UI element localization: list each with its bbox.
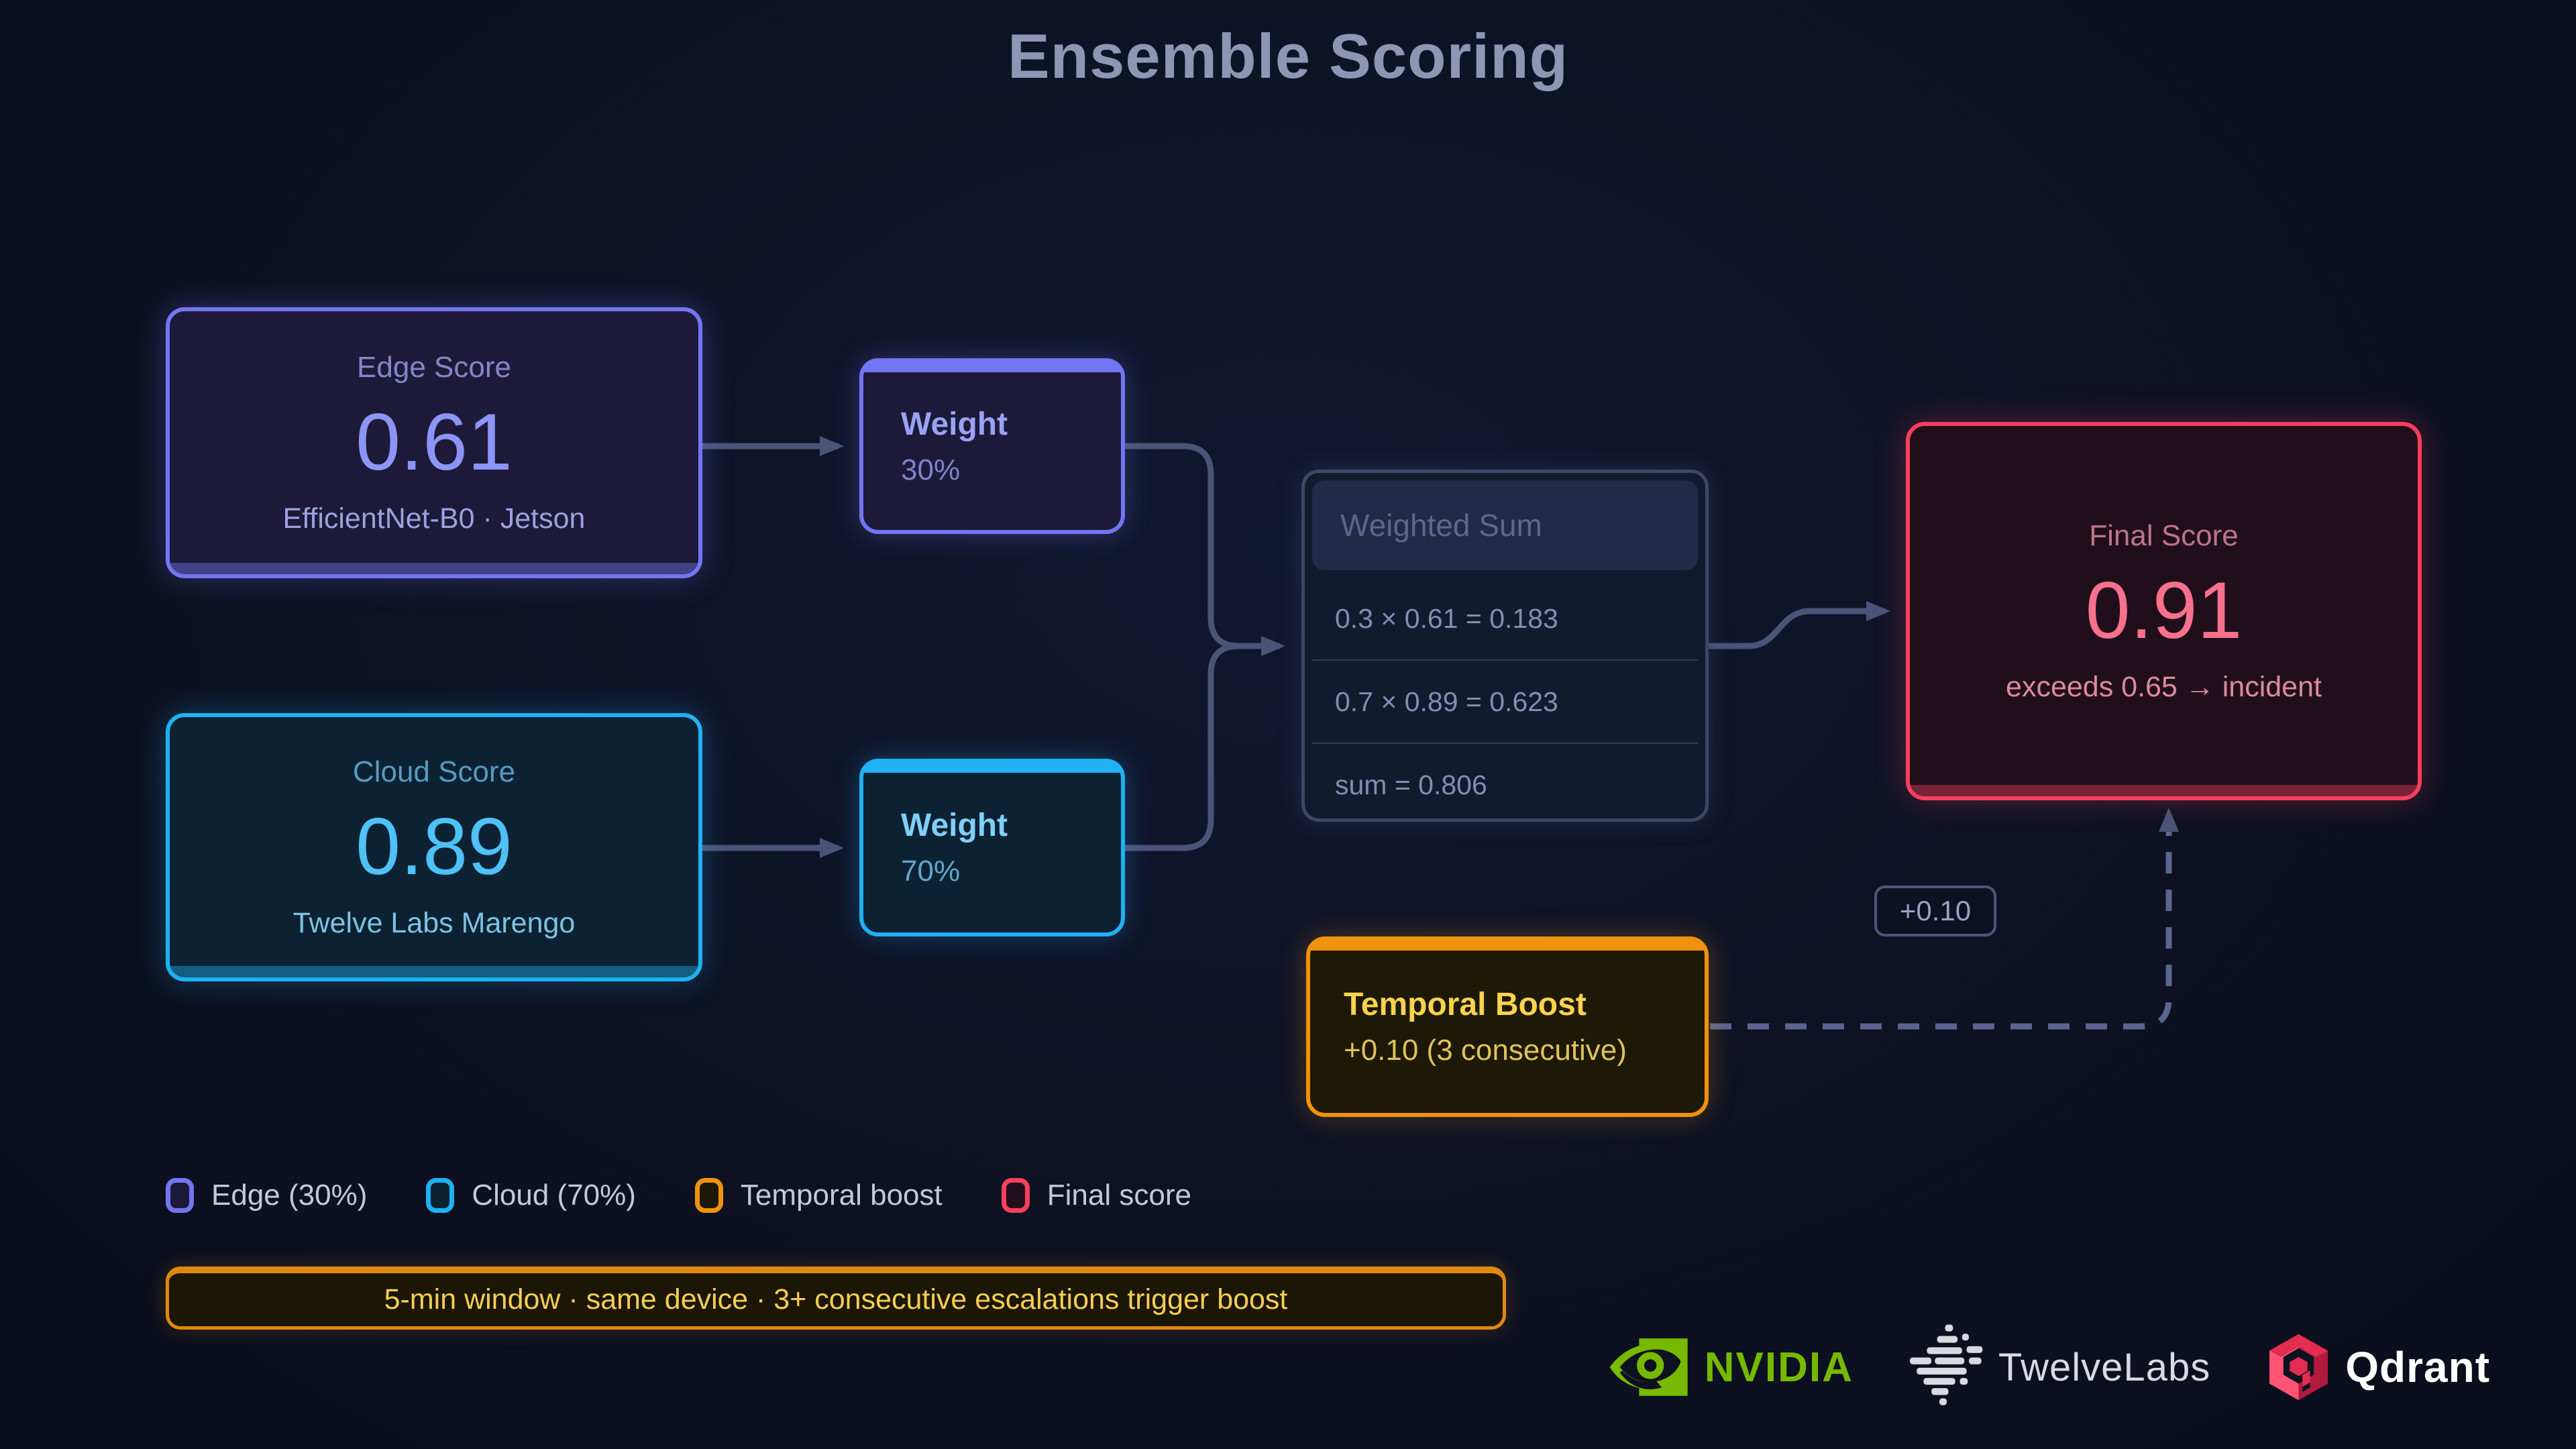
weighted-sum-title: Weighted Sum: [1312, 480, 1698, 570]
legend-swatch-cloud: [426, 1178, 455, 1213]
final-score-label: Final Score: [2089, 519, 2239, 552]
cloud-score-node: Cloud Score 0.89 Twelve Labs Marengo: [166, 713, 702, 981]
legend-label-edge: Edge (30%): [211, 1179, 368, 1212]
cloud-score-subtitle: Twelve Labs Marengo: [292, 906, 576, 939]
temporal-to-final-dashed-arrow: [1710, 808, 2179, 1030]
nvidia-logo-text: NVIDIA: [1704, 1344, 1854, 1391]
nvidia-logo: NVIDIA: [1605, 1334, 1854, 1401]
legend-label-final: Final score: [1046, 1179, 1191, 1212]
weight-edge-node: Weight 30%: [859, 358, 1125, 534]
legend-item-final: Final score: [1001, 1178, 1191, 1213]
weight-edge-value: 30%: [901, 453, 961, 486]
legend-item-cloud: Cloud (70%): [426, 1178, 636, 1213]
weight30-to-sum-arrow: [1125, 443, 1285, 656]
legend-item-temporal: Temporal boost: [694, 1178, 943, 1213]
weighted-sum-row-edge: 0.3 × 0.61 = 0.183: [1335, 602, 1558, 634]
legend-swatch-edge: [166, 1178, 194, 1213]
qdrant-logo-text: Qdrant: [2345, 1343, 2490, 1391]
partner-logos: NVIDIA T: [1605, 1320, 2490, 1414]
edge-score-label: Edge Score: [357, 350, 511, 384]
weight70-merge-line: [1125, 643, 1240, 851]
nvidia-eye-icon: [1609, 1338, 1688, 1396]
edge-score-node: Edge Score 0.61 EfficientNet-B0 · Jetson: [166, 307, 702, 578]
weighted-sum-rows: 0.3 × 0.61 = 0.183 0.7 × 0.89 = 0.623 su…: [1312, 578, 1698, 826]
final-score-node: Final Score 0.91 exceeds 0.65 → incident: [1906, 422, 2422, 800]
weighted-sum-row-cloud: 0.7 × 0.89 = 0.623: [1312, 659, 1698, 743]
legend-swatch-temporal: [694, 1178, 723, 1213]
sum-to-final-arrow: [1709, 601, 1890, 649]
weighted-sum-row-total: sum = 0.806: [1312, 743, 1698, 826]
edge-score-value: 0.61: [356, 396, 513, 487]
qdrant-logo: Qdrant: [2267, 1332, 2490, 1403]
temporal-boost-node: Temporal Boost +0.10 (3 consecutive): [1306, 936, 1709, 1117]
twelvelabs-logo: TwelveLabs: [1909, 1324, 2211, 1411]
qdrant-hexagon-icon: [2269, 1334, 2328, 1401]
temporal-boost-label: Temporal Boost: [1344, 987, 1587, 1022]
final-score-value: 0.91: [2085, 565, 2243, 655]
twelvelabs-logo-text: TwelveLabs: [1998, 1345, 2211, 1389]
edge-score-subtitle: EfficientNet-B0 · Jetson: [282, 502, 586, 535]
cloud-score-label: Cloud Score: [352, 755, 516, 788]
weight-edge-label: Weight: [901, 406, 1008, 442]
weight-cloud-label: Weight: [901, 808, 1008, 843]
temporal-boost-subtitle: +0.10 (3 consecutive): [1344, 1034, 1627, 1067]
final-score-subtitle: exceeds 0.65 → incident: [2006, 670, 2322, 703]
legend-label-cloud: Cloud (70%): [472, 1179, 636, 1212]
page-title: Ensemble Scoring: [1007, 21, 1569, 91]
legend: Edge (30%) Cloud (70%) Temporal boost Fi…: [166, 1178, 1191, 1213]
cloud-score-value: 0.89: [356, 801, 513, 892]
legend-label-temporal: Temporal boost: [740, 1179, 943, 1212]
weighted-sum-node: Weighted Sum 0.3 × 0.61 = 0.183 0.7 × 0.…: [1301, 470, 1709, 822]
legend-item-edge: Edge (30%): [166, 1178, 367, 1213]
weight-cloud-value: 70%: [901, 855, 961, 888]
legend-swatch-final: [1001, 1178, 1030, 1213]
boost-rule-note: 5-min window · same device · 3+ consecut…: [166, 1267, 1506, 1330]
twelvelabs-sparkle-icon: [1909, 1324, 1983, 1405]
boost-amount-badge: +0.10: [1874, 885, 1996, 936]
weight-cloud-node: Weight 70%: [859, 759, 1125, 936]
